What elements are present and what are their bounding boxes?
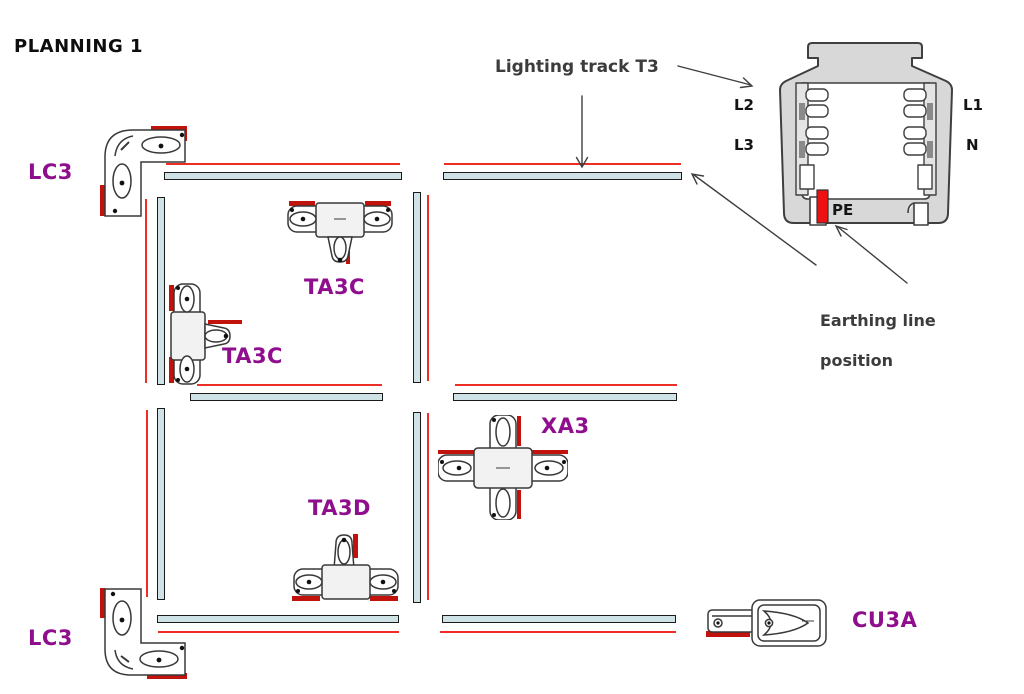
cross-section-label-n: N [966,136,979,154]
lc3-top-connector-illustration [95,115,187,217]
red-accent [151,126,187,131]
pe-label: PE [832,201,853,219]
arrow-earthing-to-pe [834,224,908,284]
label-xa3: XA3 [541,414,590,438]
earth-line-top-right [444,163,681,165]
track-cross-section: PE [770,33,962,229]
earthing-line-annotation-line2: position [820,351,893,370]
track-mid-right-bar [453,393,677,401]
track-center-lower-bar [413,412,421,603]
label-ta3d: TA3D [308,496,371,520]
earth-line-bottom-left [158,631,399,633]
earth-line-left-lower [146,410,148,597]
cross-section-label-l1: L1 [963,96,983,114]
track-left-lower-bar [157,408,165,600]
track-center-upper-bar [413,192,421,383]
ta3c-left-connector-illustration [168,282,244,386]
ta3c-top-connector-illustration [286,198,394,266]
earth-line-left-upper [145,199,147,383]
earthing-line-annotation: Earthing line position [820,291,936,391]
earth-line-mid-right [455,384,677,386]
earth-line-top-left [166,163,400,165]
label-lc3-top: LC3 [28,160,73,184]
lighting-track-annotation: Lighting track T3 [495,57,659,77]
track-top-right-bar [443,172,682,180]
track-bottom-left-bar [157,615,399,623]
earthing-line-annotation-line1: Earthing line [820,311,936,330]
cu3a-connector-illustration [706,597,828,649]
track-left-upper-bar [157,197,165,385]
label-lc3-bottom: LC3 [28,626,73,650]
page-title: PLANNING 1 [14,36,144,57]
pe-earth-bar [816,189,829,224]
earth-line-center-lower [427,413,429,600]
arrow-lighting-track-to-profile [677,65,754,89]
right-conductors [903,82,937,196]
earth-line-bottom-right [440,631,676,633]
earth-line-center-upper [427,195,429,381]
track-mid-left-bar [190,393,383,401]
cross-section-label-l2: L2 [734,96,754,114]
arrow-lighting-track-to-diagram [575,95,589,169]
ta3d-connector-illustration [292,533,400,603]
label-ta3c-top: TA3C [304,275,365,299]
earth-line-mid-left [197,384,382,386]
track-bottom-right-bar [442,615,676,623]
track-top-left-bar [164,172,402,180]
xa3-connector-illustration [438,415,568,520]
cross-section-label-l3: L3 [734,136,754,154]
label-ta3c-left: TA3C [222,344,283,368]
lc3-bottom-connector-illustration [95,588,187,680]
label-cu3a: CU3A [852,608,918,632]
